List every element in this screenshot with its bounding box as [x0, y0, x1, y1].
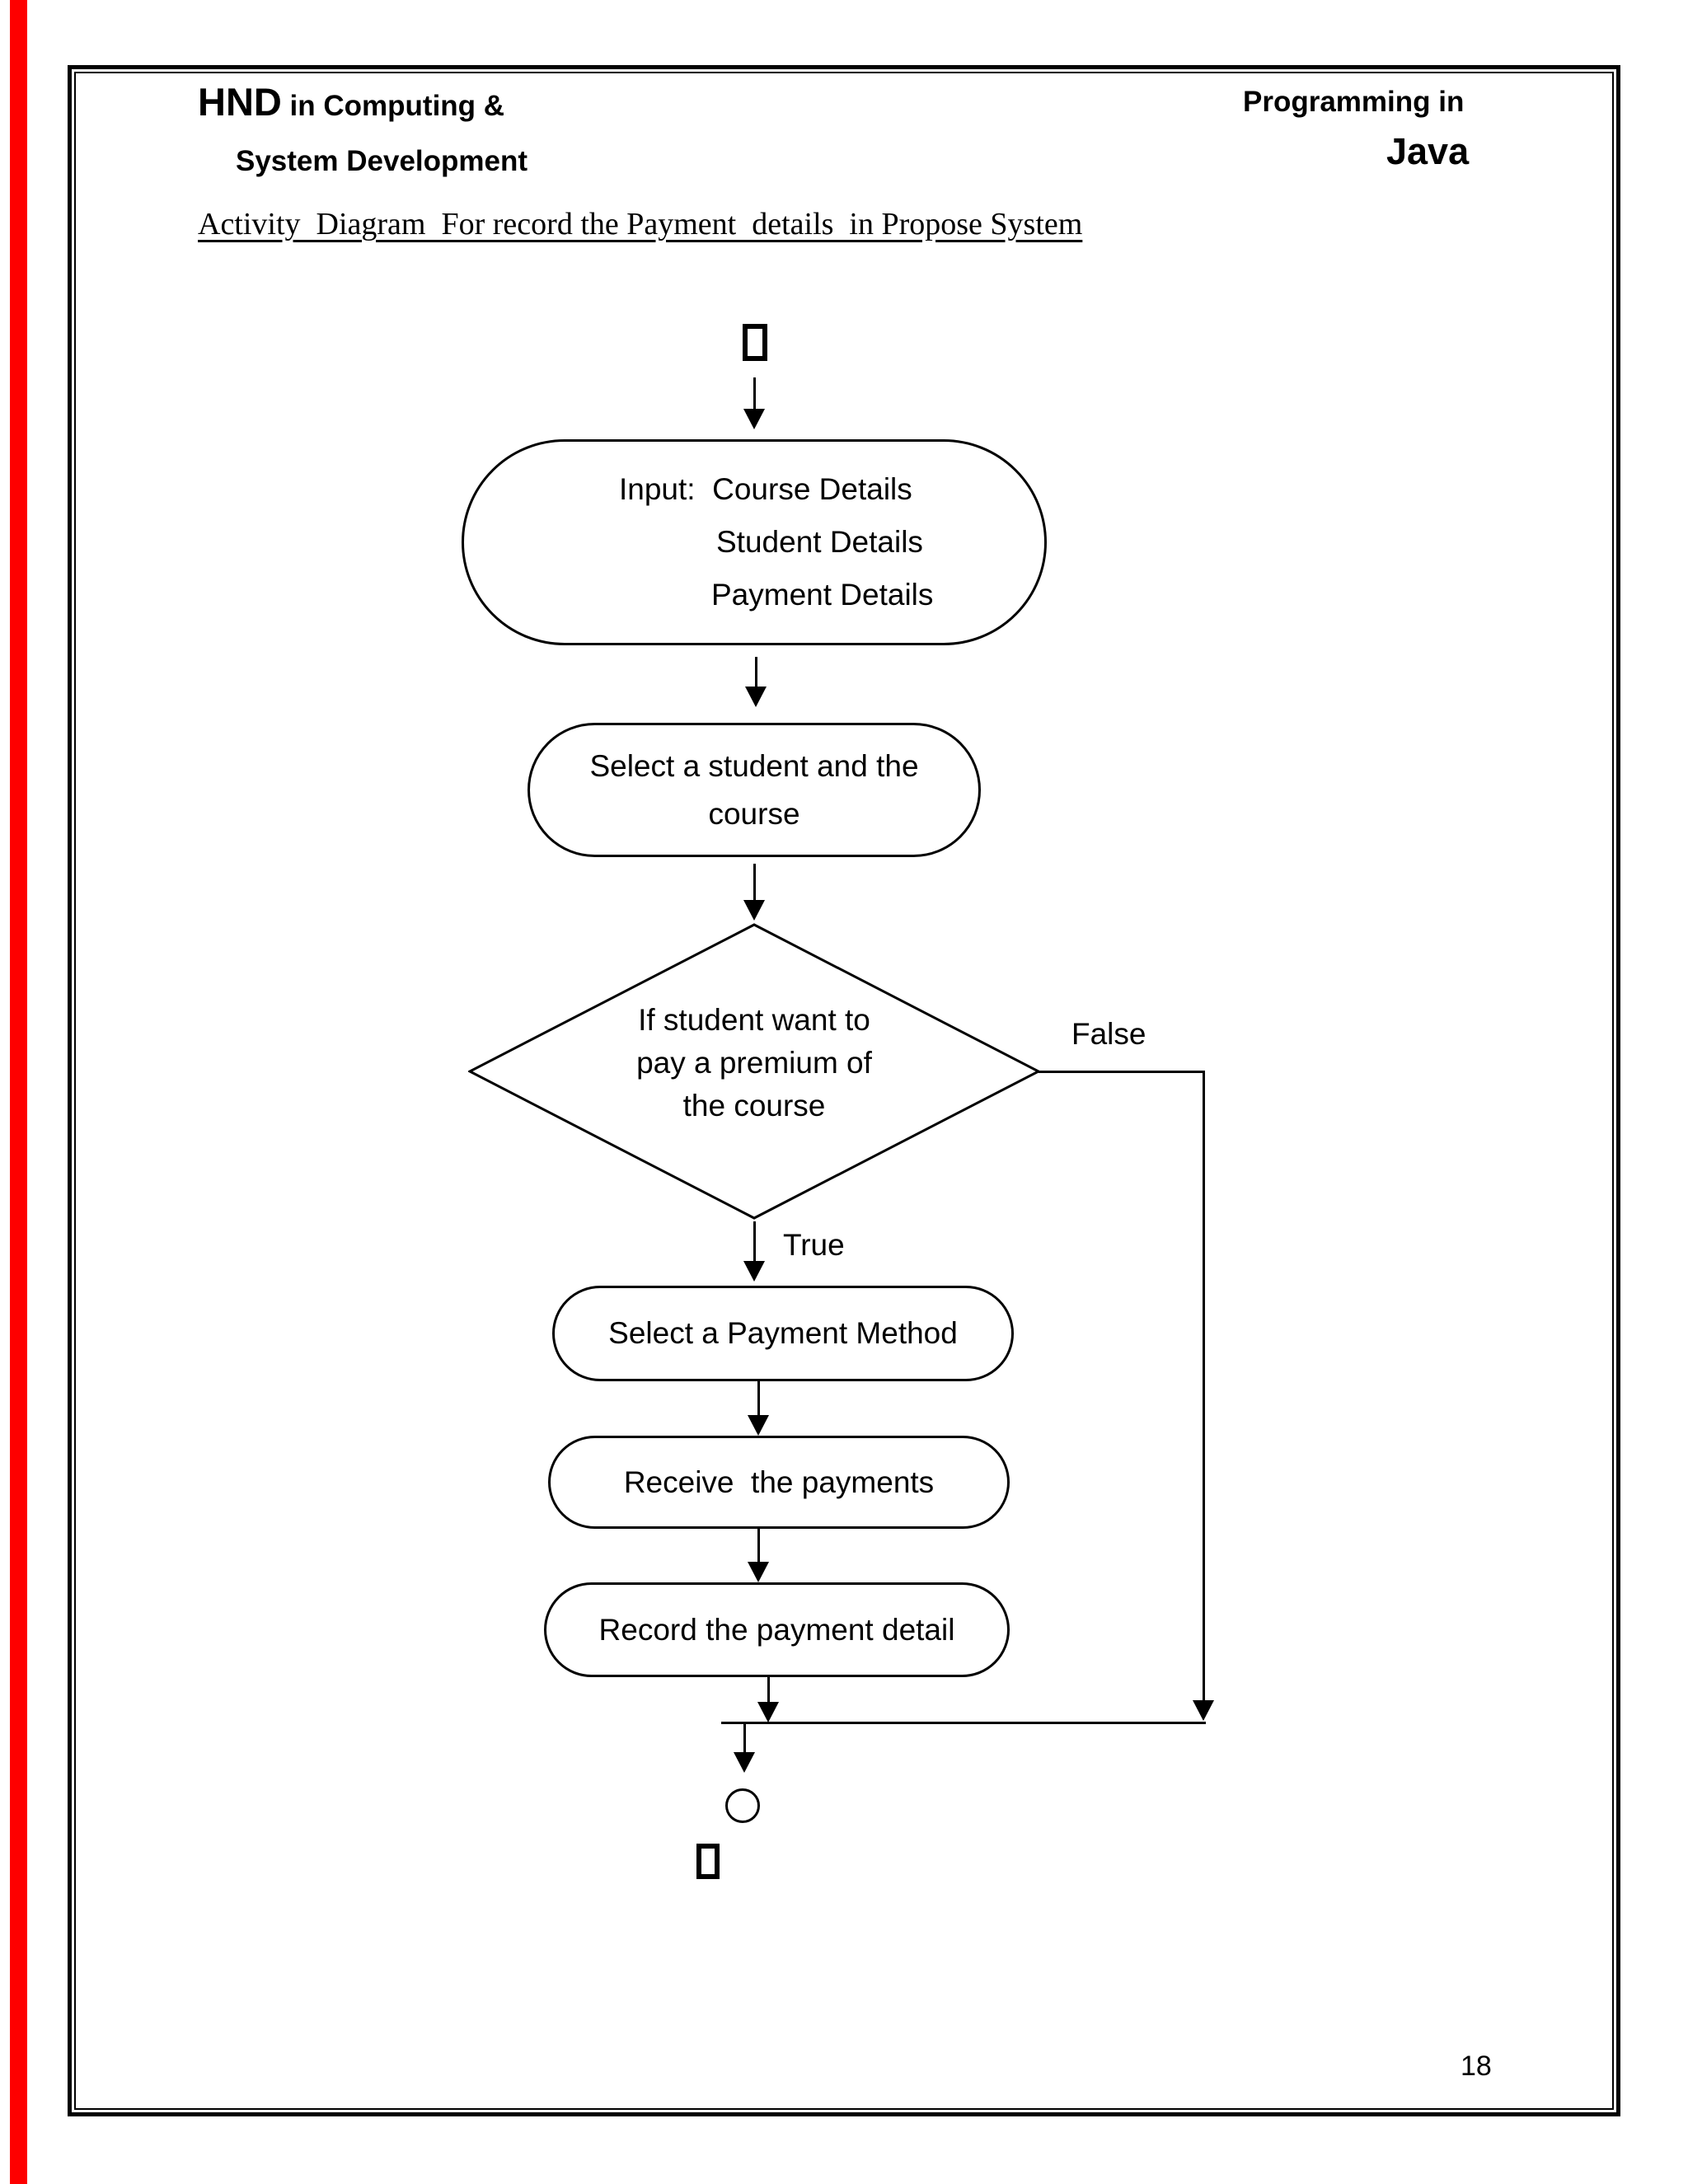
decision-text: If student want to pay a premium of the …	[468, 999, 1040, 1127]
left-red-stripe	[10, 0, 27, 2184]
true-branch-label: True	[783, 1228, 845, 1262]
arrowhead-input-to-select	[745, 687, 767, 707]
page-border-inner	[74, 72, 1614, 2110]
page-title: Activity Diagram For record the Payment …	[198, 207, 1083, 241]
false-branch-vline	[1203, 1071, 1205, 1702]
header-left-line1: HND in Computing &	[198, 79, 504, 124]
page-number: 18	[1461, 2050, 1492, 2082]
arrow-input-to-select	[755, 657, 757, 688]
arrow-start-to-input	[753, 377, 756, 410]
arrowhead-select-to-decision	[743, 900, 765, 921]
arrow-record-to-merge	[767, 1677, 770, 1704]
node-input-line2: Student Details	[716, 525, 923, 559]
decision-line1: If student want to	[638, 1003, 870, 1037]
arrowhead-false-to-merge	[1193, 1700, 1214, 1721]
arrowhead-start-to-input	[743, 409, 765, 429]
header-left-line2: System Development	[236, 145, 528, 177]
node-input-details: Input: Course Details Student Details Pa…	[462, 439, 1047, 645]
header-right-line2: Java	[1386, 130, 1470, 172]
merge-line	[721, 1722, 1206, 1724]
decision-diamond	[468, 923, 1040, 1220]
node-record-payment-detail: Record the payment detail	[544, 1582, 1010, 1677]
false-branch-label: False	[1071, 1017, 1146, 1051]
end-node-circle	[725, 1788, 760, 1823]
arrow-decision-to-payment	[753, 1221, 756, 1263]
node-receive-payments: Receive the payments	[548, 1436, 1010, 1529]
page-border	[68, 65, 1620, 2116]
arrowhead-decision-to-payment	[743, 1261, 765, 1282]
arrow-payment-to-receive	[757, 1380, 760, 1417]
arrowhead-merge-to-end	[734, 1752, 755, 1773]
arrow-select-to-decision	[753, 864, 756, 902]
arrow-merge-to-end	[743, 1724, 746, 1754]
node-select-line1: Select a student and the	[589, 748, 919, 783]
decision-line3: the course	[682, 1089, 826, 1122]
arrowhead-payment-to-receive	[748, 1415, 769, 1436]
node-payment-label: Select a Payment Method	[608, 1316, 958, 1350]
node-select-line2: course	[708, 796, 800, 831]
end-node-glyph-icon	[696, 1844, 720, 1879]
node-input-line1: Input: Course Details	[619, 472, 912, 506]
decision-line2: pay a premium of	[636, 1046, 872, 1080]
arrowhead-record-to-merge	[757, 1702, 779, 1722]
false-branch-hline	[1039, 1071, 1204, 1073]
header-right-line1: Programming in	[1243, 86, 1465, 118]
node-record-label: Record the payment detail	[598, 1612, 955, 1647]
arrow-receive-to-record	[757, 1529, 760, 1563]
header-left-line1-rest: in Computing &	[281, 90, 505, 122]
header-acronym: HND	[198, 80, 282, 124]
node-receive-label: Receive the payments	[623, 1465, 935, 1499]
arrowhead-receive-to-record	[748, 1562, 769, 1582]
node-select-payment-method: Select a Payment Method	[552, 1286, 1014, 1381]
start-node-glyph-icon	[743, 324, 767, 361]
node-input-line3: Payment Details	[711, 578, 934, 612]
node-select-student-course: Select a student and the course	[528, 723, 981, 857]
